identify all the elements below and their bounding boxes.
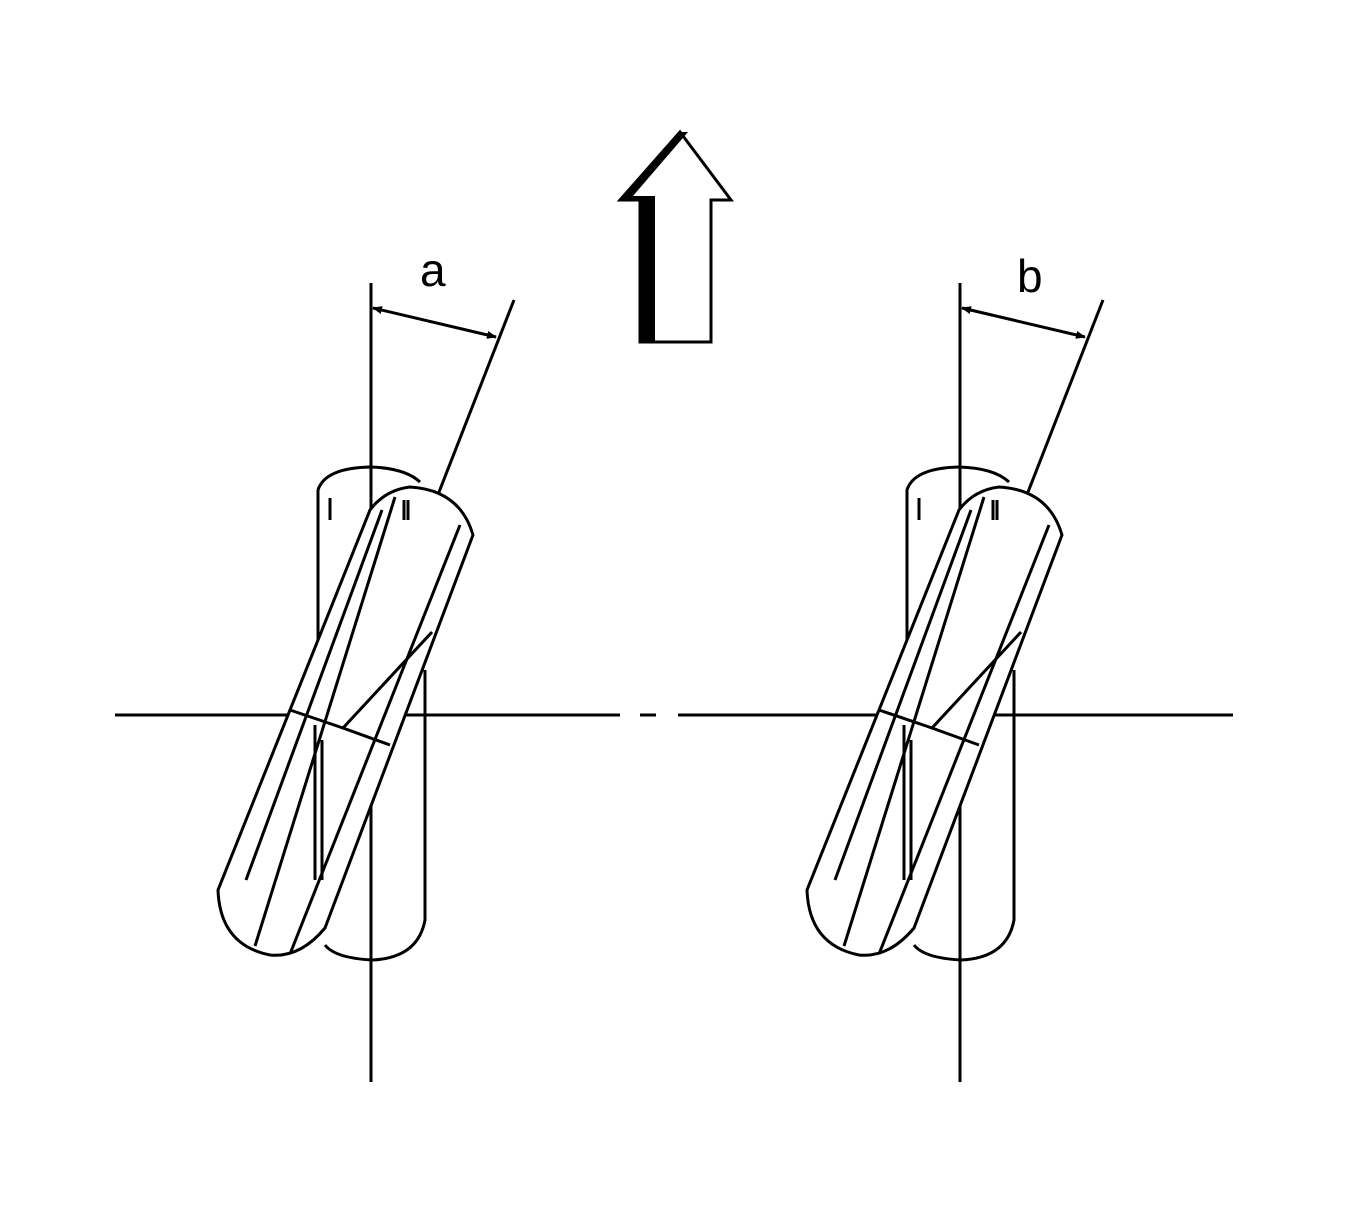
left-turned-wheel-treads — [244, 496, 462, 955]
left-angle-label: a — [420, 244, 446, 296]
right-turned-wheel — [805, 485, 1064, 957]
right-straight-wheel — [905, 465, 1016, 962]
left-toe-line — [430, 299, 516, 511]
right-toe-line — [1019, 299, 1105, 511]
right-angle-dimension — [961, 306, 1086, 339]
forward-arrow-icon — [616, 129, 734, 344]
left-wheel-assembly: a — [216, 244, 516, 1082]
left-turned-wheel — [216, 485, 475, 957]
right-angle-label: b — [1017, 250, 1043, 302]
right-turned-wheel-treads — [833, 496, 1051, 955]
right-wheel-assembly: b — [805, 250, 1105, 1082]
left-straight-wheel — [316, 465, 427, 962]
left-angle-dimension — [372, 306, 497, 339]
